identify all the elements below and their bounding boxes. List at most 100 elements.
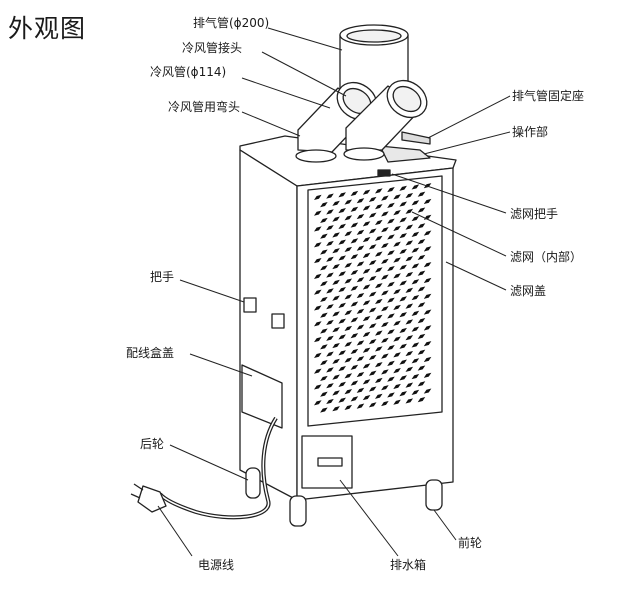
grille-slot bbox=[375, 251, 383, 257]
grille-slot bbox=[350, 190, 359, 197]
leader-handle bbox=[179, 279, 245, 303]
grille-slot bbox=[314, 242, 322, 248]
grille-slot bbox=[320, 202, 328, 208]
grille-slot bbox=[387, 345, 395, 351]
grille-slot bbox=[320, 249, 328, 255]
grille-slot bbox=[405, 350, 414, 357]
leader-rear-wheel bbox=[169, 444, 249, 481]
power-plug bbox=[137, 485, 167, 513]
grille-slot bbox=[399, 375, 407, 381]
grille-slot bbox=[399, 201, 407, 207]
grille-slot bbox=[356, 371, 365, 378]
grille-slot bbox=[381, 306, 389, 312]
grille-slot bbox=[423, 356, 432, 363]
grille-slot bbox=[362, 221, 371, 227]
grille-slot bbox=[356, 229, 365, 235]
grille-slot bbox=[314, 321, 322, 327]
grille-slot bbox=[362, 284, 371, 290]
plug-prong-lower bbox=[130, 493, 141, 499]
grille-slot bbox=[320, 312, 328, 318]
label-drain-tank: 排水箱 bbox=[390, 558, 427, 572]
grille-slot bbox=[405, 240, 414, 246]
grille-slot bbox=[411, 326, 420, 332]
grille-slot bbox=[362, 347, 371, 353]
grille-slot bbox=[344, 341, 353, 347]
grille-slot bbox=[350, 380, 359, 386]
grille-slot bbox=[326, 304, 334, 310]
label-exhaust-pipe: 排气管(ϕ200) bbox=[193, 16, 270, 30]
grille-slot bbox=[320, 391, 328, 397]
grille-slot bbox=[393, 383, 401, 389]
grille-slot bbox=[368, 228, 377, 234]
wiring-box-cover bbox=[241, 364, 283, 429]
leader-filter-cover bbox=[445, 261, 507, 291]
leader-cold-air-joint bbox=[261, 51, 347, 97]
grille-slot bbox=[320, 281, 328, 287]
grille-slot bbox=[314, 384, 322, 390]
grille-slot bbox=[350, 317, 359, 323]
grille-slot bbox=[387, 202, 395, 208]
label-handle: 把手 bbox=[150, 270, 175, 284]
grille-slot bbox=[362, 331, 371, 337]
grille-slot bbox=[381, 337, 389, 343]
grille-slot bbox=[356, 292, 365, 299]
grille-slot bbox=[387, 234, 395, 240]
leader-exhaust-mount bbox=[427, 95, 511, 139]
grille-slot bbox=[344, 404, 353, 410]
grille-slot bbox=[423, 293, 432, 299]
grille-slot bbox=[368, 291, 377, 297]
grille-slot bbox=[368, 244, 377, 250]
grille-slot bbox=[411, 279, 420, 285]
side-handle-lower bbox=[271, 313, 285, 329]
grille-slot bbox=[393, 368, 401, 374]
front-wheel-right bbox=[425, 479, 443, 511]
grille-slot bbox=[314, 305, 322, 311]
grille-slot bbox=[423, 341, 432, 347]
grille-slot bbox=[362, 316, 371, 322]
grille-slot bbox=[393, 257, 401, 263]
filter-handle bbox=[377, 169, 391, 177]
grille-slot bbox=[338, 271, 346, 277]
grille-slot bbox=[405, 319, 414, 325]
grille-slot bbox=[381, 274, 389, 280]
grille-slot bbox=[375, 235, 383, 241]
grille-slot bbox=[375, 393, 383, 399]
grille-slot bbox=[399, 217, 407, 223]
grille-slot bbox=[423, 325, 432, 331]
grille-slot bbox=[375, 219, 383, 226]
grille-slot bbox=[381, 258, 389, 264]
label-exhaust-mount: 排气管固定座 bbox=[512, 89, 585, 103]
grille-slot bbox=[314, 400, 322, 406]
grille-slot bbox=[405, 256, 414, 262]
grille-slot bbox=[368, 386, 377, 392]
grille-slot bbox=[314, 289, 322, 295]
grille-slot bbox=[332, 374, 340, 380]
front-wheel-left bbox=[289, 495, 307, 527]
side-handle-upper bbox=[243, 297, 257, 313]
grille-slot bbox=[332, 311, 340, 317]
grille-slot bbox=[350, 222, 359, 228]
grille-slot bbox=[417, 239, 426, 245]
grille-slot bbox=[332, 342, 340, 349]
grille-slot bbox=[344, 278, 353, 284]
grille-slot bbox=[338, 397, 346, 403]
label-cold-air-elbow: 冷风管用弯头 bbox=[168, 100, 241, 114]
grille-slot bbox=[326, 288, 334, 294]
grille-slot bbox=[375, 267, 383, 273]
grille-slot bbox=[356, 308, 365, 314]
grille-slot bbox=[320, 344, 328, 350]
grille-slot bbox=[393, 336, 401, 342]
grille-slot bbox=[320, 360, 328, 366]
grille-slot bbox=[368, 339, 377, 345]
grille-slot bbox=[375, 362, 383, 368]
grille-slot bbox=[326, 335, 334, 341]
leader-control-panel bbox=[423, 131, 511, 155]
grille-slot bbox=[350, 254, 359, 260]
grille-slot bbox=[417, 207, 426, 213]
label-rear-wheel: 后轮 bbox=[140, 437, 165, 451]
grille-slot bbox=[356, 245, 365, 251]
grille-slot bbox=[344, 231, 353, 237]
grille-slot bbox=[338, 302, 346, 308]
grille-slot bbox=[399, 248, 407, 255]
grille-slot bbox=[411, 200, 420, 206]
